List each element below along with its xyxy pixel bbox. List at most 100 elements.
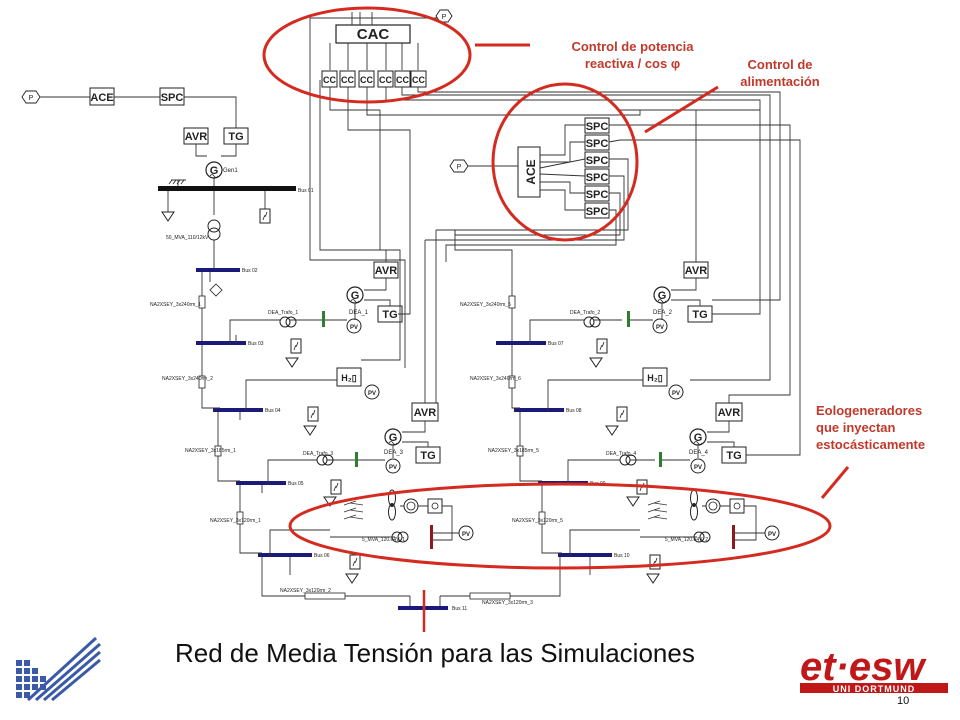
svg-text:Bus 06: Bus 06 <box>314 553 330 559</box>
svg-text:Bus 03: Bus 03 <box>248 341 264 347</box>
wind-generator-left: PV 5_MVA_120.e4V_1 <box>343 489 474 549</box>
svg-text:DEA_4: DEA_4 <box>689 450 709 456</box>
wind-callout-leader <box>820 466 850 499</box>
svg-text:H₂▯: H₂▯ <box>341 373 356 383</box>
gen1-symbol <box>205 161 223 179</box>
wind-generators-ellipse <box>288 482 832 570</box>
svg-text:AVR: AVR <box>685 265 707 277</box>
svg-text:CC: CC <box>323 75 336 85</box>
bus-06: Bus 06 <box>258 553 330 559</box>
h2-block-left: H₂▯ PV <box>336 367 380 400</box>
svg-text:CC: CC <box>341 75 354 85</box>
svg-text:Bus 10: Bus 10 <box>614 553 630 559</box>
svg-text:DEA_Trafo_3: DEA_Trafo_3 <box>303 451 333 457</box>
feed-control-line-2: alimentación <box>740 74 820 89</box>
svg-text:NA2XSEY_3x120rm_3: NA2XSEY_3x120rm_3 <box>482 600 533 606</box>
avr-gen1: AVR <box>183 127 209 145</box>
wind-label-line-2: que inyectan <box>816 420 896 435</box>
feed-callout-leader <box>644 85 719 134</box>
svg-text:NA2XSEY_3x120rm_5: NA2XSEY_3x120rm_5 <box>512 518 563 524</box>
svg-text:SPC: SPC <box>586 206 609 218</box>
svg-text:PV: PV <box>768 532 776 538</box>
svg-text:AVR: AVR <box>414 407 436 419</box>
svg-text:CC: CC <box>396 75 409 85</box>
svg-text:PV: PV <box>368 391 376 397</box>
reactive-control-line-2: reactiva / cos φ <box>584 56 681 71</box>
svg-text:H₂▯: H₂▯ <box>647 373 662 383</box>
svg-text:NA2XSEY_3x240rm_1: NA2XSEY_3x240rm_1 <box>150 302 201 308</box>
load-bus07 <box>589 357 603 368</box>
svg-text:PV: PV <box>462 532 470 538</box>
feed-control-label: Control de alimentación <box>725 56 835 90</box>
h2-block-right: H₂▯ PV <box>642 367 684 400</box>
load-01 <box>161 211 175 222</box>
bus-03: Bus 03 <box>196 341 264 347</box>
svg-text:NA2XSEY_3x185rm_1: NA2XSEY_3x185rm_1 <box>185 448 236 454</box>
svg-text:AVR: AVR <box>718 407 740 419</box>
dea3-group: DEA_3 AVR TG PV DEA_Trafo_3 <box>303 402 441 474</box>
spc-left-block: SPC <box>159 87 185 106</box>
fuse-bus04 <box>307 406 319 422</box>
svg-text:CAC: CAC <box>357 26 390 43</box>
svg-text:TG: TG <box>692 309 707 321</box>
svg-text:Bus 08: Bus 08 <box>566 408 582 414</box>
svg-text:Bus 07: Bus 07 <box>548 341 564 347</box>
svg-text:CC: CC <box>360 75 373 85</box>
ground-symbol <box>168 179 186 185</box>
wind-label-line-3: estocásticamente <box>816 437 926 452</box>
svg-text:Bus 11: Bus 11 <box>452 606 467 612</box>
svg-text:NA2XSEY_3x240rm_5: NA2XSEY_3x240rm_5 <box>460 302 511 308</box>
svg-text:SPC: SPC <box>586 155 609 167</box>
left-feeder-lines <box>201 272 410 597</box>
svg-text:AVR: AVR <box>185 131 207 143</box>
fuse-bus05 <box>330 479 342 495</box>
page-number: 10 <box>897 695 910 707</box>
tg-gen1: TG <box>223 127 249 145</box>
svg-text:TG: TG <box>420 450 435 462</box>
svg-text:Bus 05: Bus 05 <box>288 481 304 487</box>
svg-text:UNI DORTMUND: UNI DORTMUND <box>833 684 916 694</box>
svg-text:et·esw: et·esw <box>800 645 927 689</box>
bus-01: Bus 01 <box>158 186 314 194</box>
ace-left-block: ACE <box>89 87 115 106</box>
load-bus06 <box>345 573 359 584</box>
fuse-bus08 <box>616 406 628 422</box>
dea1-group: DEA_1 AVR TG PV DEA_Trafo_1 <box>268 261 403 334</box>
svg-text:TG: TG <box>726 450 741 462</box>
svg-text:5_MVA_120.e4V_2: 5_MVA_120.e4V_2 <box>665 537 708 543</box>
svg-text:Bus 02: Bus 02 <box>242 268 258 274</box>
svg-text:SPC: SPC <box>586 172 609 184</box>
main-transformer <box>207 219 221 241</box>
svg-text:SPC: SPC <box>161 92 184 104</box>
svg-text:50_MVA_110/12kV: 50_MVA_110/12kV <box>166 235 209 241</box>
svg-text:P: P <box>29 95 34 102</box>
svg-text:DEA_2: DEA_2 <box>653 310 673 316</box>
right-cable-boxes <box>508 295 546 525</box>
svg-text:TG: TG <box>382 309 397 321</box>
cac-to-cc-lines <box>309 12 441 80</box>
feed-control-line-1: Control de <box>747 57 813 72</box>
fuse-01 <box>259 208 271 224</box>
fuse-bus02 <box>209 283 223 297</box>
fuse-bus07 <box>596 338 608 354</box>
svg-text:NA2XSEY_3x185rm_5: NA2XSEY_3x185rm_5 <box>488 448 539 454</box>
reactive-control-ellipse <box>262 6 472 104</box>
load-bus03 <box>285 357 299 368</box>
slide-title: Red de Media Tensión para las Simulacion… <box>175 638 695 668</box>
spc-right-blocks: SPC SPC SPC SPC SPC SPC <box>584 117 610 219</box>
fuse-bus06 <box>349 554 361 570</box>
svg-text:DEA_Trafo_4: DEA_Trafo_4 <box>606 451 636 457</box>
svg-text:Gen1: Gen1 <box>223 168 238 174</box>
svg-text:ACE: ACE <box>90 92 113 104</box>
bus-04: Bus 04 <box>213 408 281 414</box>
svg-text:CC: CC <box>412 75 425 85</box>
svg-text:SPC: SPC <box>586 138 609 150</box>
cac-block: CAC <box>335 24 411 44</box>
svg-text:NA2XSEY_3x120rm_2: NA2XSEY_3x120rm_2 <box>280 588 331 594</box>
feed-control-ellipse <box>491 82 639 242</box>
left-cable-boxes <box>198 295 346 600</box>
svg-text:Bus 01: Bus 01 <box>298 188 314 194</box>
reactive-control-line-1: Control de potencia <box>571 39 694 54</box>
load-bus09 <box>626 496 640 507</box>
